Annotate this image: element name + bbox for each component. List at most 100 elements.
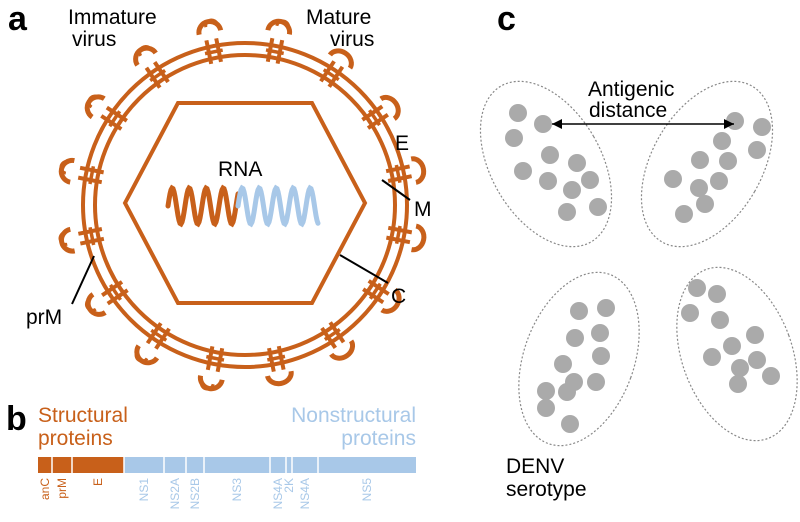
envelope-protein-icon — [361, 94, 401, 130]
structural-label-line1: Structural — [38, 404, 128, 427]
serotype-cluster-4 — [676, 266, 798, 442]
virus-strain-dot — [568, 154, 586, 172]
virus-strain-dot — [719, 152, 737, 170]
gene-segment-ns4a — [292, 457, 318, 473]
virus-strain-dot — [708, 285, 726, 303]
capsid-hexagon — [122, 101, 368, 305]
gene-segment-ns1 — [124, 457, 164, 473]
label-E: E — [395, 132, 409, 155]
envelope-protein-icon — [385, 156, 427, 185]
virus-strain-dot — [710, 172, 728, 190]
antigenic-distance-label-line2: distance — [589, 99, 667, 122]
serotype-cluster-3 — [518, 271, 640, 447]
virus-strain-dot — [537, 382, 555, 400]
virus-strain-dot — [591, 324, 609, 342]
virus-strain-dot — [713, 132, 731, 150]
surface-proteins — [58, 18, 427, 392]
envelope-protein-icon — [84, 280, 129, 317]
denv-serotype-label-line1: DENV — [506, 455, 564, 478]
rna-label: RNA — [218, 158, 262, 181]
virus-strain-dot — [762, 367, 780, 385]
cluster-boundary — [518, 271, 640, 447]
cluster-boundary — [479, 80, 613, 248]
virus-strain-dot — [690, 179, 708, 197]
envelope-protein-icon — [84, 94, 128, 131]
envelope-protein-icon — [134, 322, 171, 366]
antigenic-distance-arrow — [552, 119, 734, 129]
virus-strain-dot — [691, 151, 709, 169]
virus-strain-dot — [514, 162, 532, 180]
virus-strain-dot — [589, 198, 607, 216]
virus-strain-dot — [505, 129, 523, 147]
rna-strand-nonstructural — [235, 184, 321, 228]
serotype-cluster-2 — [640, 80, 774, 248]
virus-strain-dot — [688, 279, 706, 297]
envelope-protein-icon — [133, 44, 170, 89]
virus-strain-dot — [509, 104, 527, 122]
rna-strand-structural — [165, 184, 241, 228]
gene-segment-e — [72, 457, 124, 473]
virus-inner-membrane — [93, 53, 397, 357]
envelope-protein-icon — [58, 157, 105, 185]
virus-strain-dot — [731, 359, 749, 377]
envelope-protein-icon — [196, 18, 224, 65]
virus-strain-dot — [558, 383, 576, 401]
virus-strain-dot — [587, 373, 605, 391]
virus-strain-dot — [748, 351, 766, 369]
virus-strain-dot — [711, 311, 729, 329]
virus-strain-dot — [537, 399, 555, 417]
envelope-protein-icon — [319, 48, 354, 88]
immature-virus-label-line2: virus — [72, 28, 116, 51]
envelope-protein-icon — [265, 18, 293, 65]
leader-C — [339, 254, 389, 284]
virus-strain-dot — [541, 146, 559, 164]
virus-strain-dot — [558, 203, 576, 221]
virus-strain-dot — [723, 337, 741, 355]
structural-label-line2: proteins — [38, 427, 113, 450]
gene-segment-ns2b — [186, 457, 204, 473]
virus-strain-dot — [696, 195, 714, 213]
virus-strain-dot — [539, 172, 557, 190]
virus-strain-dot — [748, 141, 766, 159]
gene-label: NS3 — [230, 478, 244, 502]
envelope-protein-icon — [58, 226, 105, 254]
virus-outer-membrane — [81, 41, 409, 369]
label-C: C — [391, 285, 406, 308]
nonstructural-label-line1: Nonstructural — [291, 404, 416, 427]
gene-segment-ns4a — [270, 457, 286, 473]
virus-strain-dot — [563, 181, 581, 199]
genome-bar — [38, 457, 416, 473]
mature-virus-label-line2: virus — [330, 28, 374, 51]
label-M: M — [414, 198, 432, 221]
serotype-cluster-1 — [479, 80, 613, 248]
panel-b-letter: b — [6, 400, 27, 438]
denv-serotype-label-line2: serotype — [506, 478, 587, 501]
virus-strain-dot — [592, 347, 610, 365]
panel-a: a Immature virus Mature virus RNA E M C … — [8, 0, 432, 392]
virus-strain-dot — [570, 302, 588, 320]
virus-strain-dot — [581, 171, 599, 189]
gene-segment-anc — [38, 457, 52, 473]
panel-b: b Structural proteins Nonstructural prot… — [6, 400, 416, 509]
gene-segment-ns2a — [164, 457, 186, 473]
cluster-boundary — [676, 266, 798, 442]
gene-label: NS4A — [298, 478, 312, 509]
gene-label: anC — [38, 478, 52, 500]
virus-strain-dot — [561, 415, 579, 433]
leader-M — [381, 179, 411, 201]
cluster-boundary — [640, 80, 774, 248]
gene-segment-prm — [52, 457, 72, 473]
virus-strain-dot — [597, 299, 615, 317]
virus-strain-dot — [534, 115, 552, 133]
virus-strain-dot — [554, 355, 572, 373]
gene-segment-ns5 — [318, 457, 416, 473]
panel-c-letter: c — [497, 0, 516, 38]
gene-label: NS1 — [137, 478, 151, 502]
antigenic-distance-label-line1: Antigenic — [588, 78, 674, 101]
virus-strain-dot — [703, 348, 721, 366]
virus-strain-dot — [729, 375, 747, 393]
gene-label: NS5 — [360, 478, 374, 502]
virus-strain-dot — [746, 326, 764, 344]
leader-prM — [71, 255, 95, 305]
